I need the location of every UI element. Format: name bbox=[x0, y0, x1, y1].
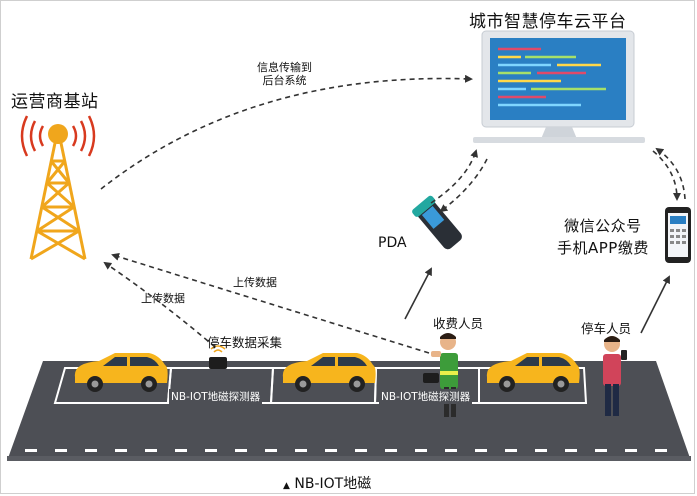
car-icon bbox=[74, 353, 168, 392]
footer-caption: ▲ NB-IOT地磁 bbox=[283, 473, 371, 493]
parking-collect-label: 停车数据采集 bbox=[207, 335, 283, 350]
arrow-tower-to-platform bbox=[100, 74, 473, 190]
pda-label: PDA bbox=[378, 235, 407, 251]
platform-label: 城市智慧停车云平台 bbox=[469, 12, 627, 32]
arrow-platform-to-pda bbox=[439, 158, 488, 213]
arrow-collector-to-pda bbox=[404, 267, 432, 320]
detector-label-1: NB-IOT地磁探测器 bbox=[169, 389, 263, 404]
parker-label: 停车人员 bbox=[581, 321, 632, 336]
collector-label: 收费人员 bbox=[433, 316, 484, 331]
footer-text: NB-IOT地磁 bbox=[294, 476, 372, 492]
pda-icon bbox=[412, 195, 462, 250]
sensor-icon bbox=[209, 345, 227, 369]
base-station-label: 运营商基站 bbox=[11, 92, 99, 112]
arrow-pda-to-platform bbox=[430, 149, 478, 204]
person-icon bbox=[603, 336, 627, 416]
arrow-sensor2-to-tower bbox=[111, 252, 430, 354]
upload-data-label-center: 上传数据 bbox=[233, 276, 277, 289]
upload-data-label-left: 上传数据 bbox=[141, 292, 185, 305]
phone-icon bbox=[665, 207, 691, 263]
car-icon bbox=[486, 353, 580, 392]
sensor-icon bbox=[423, 373, 439, 383]
signal-tower-icon bbox=[20, 115, 96, 261]
arrow-parker-to-phone bbox=[640, 275, 670, 334]
flow-arrows bbox=[100, 74, 686, 354]
detector-label-2: NB-IOT地磁探测器 bbox=[379, 389, 473, 404]
road-center-dashes bbox=[25, 449, 667, 452]
info-transfer-label: 信息传输到 后台系统 bbox=[257, 61, 312, 87]
arrow-platform-to-phone bbox=[652, 150, 681, 201]
monitor-icon bbox=[473, 30, 645, 143]
car-icon bbox=[282, 353, 376, 392]
arrow-phone-to-platform bbox=[655, 147, 686, 200]
wechat-app-label: 微信公众号 手机APP缴费 bbox=[557, 217, 649, 257]
footer-marker: ▲ bbox=[283, 481, 290, 491]
